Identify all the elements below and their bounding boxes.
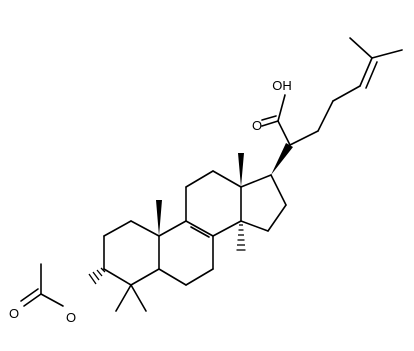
- ring-d: [240, 174, 287, 232]
- bond: [277, 94, 286, 122]
- stereo-hash: [88, 267, 106, 285]
- bond: [371, 49, 403, 59]
- bond: [212, 170, 242, 188]
- double-bond-inner: [190, 226, 210, 238]
- ester-carbonyl-oxygen-label: O: [9, 306, 19, 321]
- bond: [261, 120, 279, 127]
- bond: [332, 85, 361, 102]
- bond: [130, 220, 160, 237]
- bond: [130, 284, 147, 312]
- bond: [158, 268, 187, 286]
- bond: [317, 100, 334, 132]
- double-bond-inner: [20, 288, 39, 302]
- bond: [40, 293, 64, 307]
- bond: [185, 268, 214, 286]
- bond: [158, 220, 187, 237]
- bond: [267, 204, 287, 232]
- ring-a: [103, 220, 160, 286]
- stereo-wedge: [156, 200, 162, 236]
- ring-b: [158, 220, 214, 286]
- stereo-wedge: [238, 153, 244, 187]
- bond: [23, 293, 42, 307]
- double-bond-inner: [365, 61, 378, 89]
- acetoxy-group: [20, 263, 106, 307]
- bond: [130, 268, 160, 286]
- bond: [240, 220, 269, 232]
- bond: [212, 220, 242, 237]
- bond: [240, 174, 272, 188]
- carbonyl-oxygen-label: O: [252, 118, 262, 133]
- hydroxyl-label: OH: [272, 78, 292, 93]
- bond: [349, 37, 373, 59]
- bond: [185, 220, 214, 237]
- bond: [103, 220, 132, 237]
- ester-oxygen-label: O: [66, 310, 76, 325]
- ring-c: [185, 170, 242, 237]
- bond: [103, 268, 132, 286]
- bond: [270, 174, 287, 206]
- double-bond-inner: [261, 115, 277, 121]
- stereo-wedge: [271, 143, 293, 175]
- bond: [115, 284, 132, 312]
- stereo-hash: [236, 224, 246, 251]
- methyl-substituents: [115, 153, 246, 312]
- bond: [277, 120, 291, 146]
- bond: [359, 57, 373, 87]
- side-chain: [261, 37, 403, 175]
- bond: [289, 130, 319, 146]
- bond: [185, 170, 214, 188]
